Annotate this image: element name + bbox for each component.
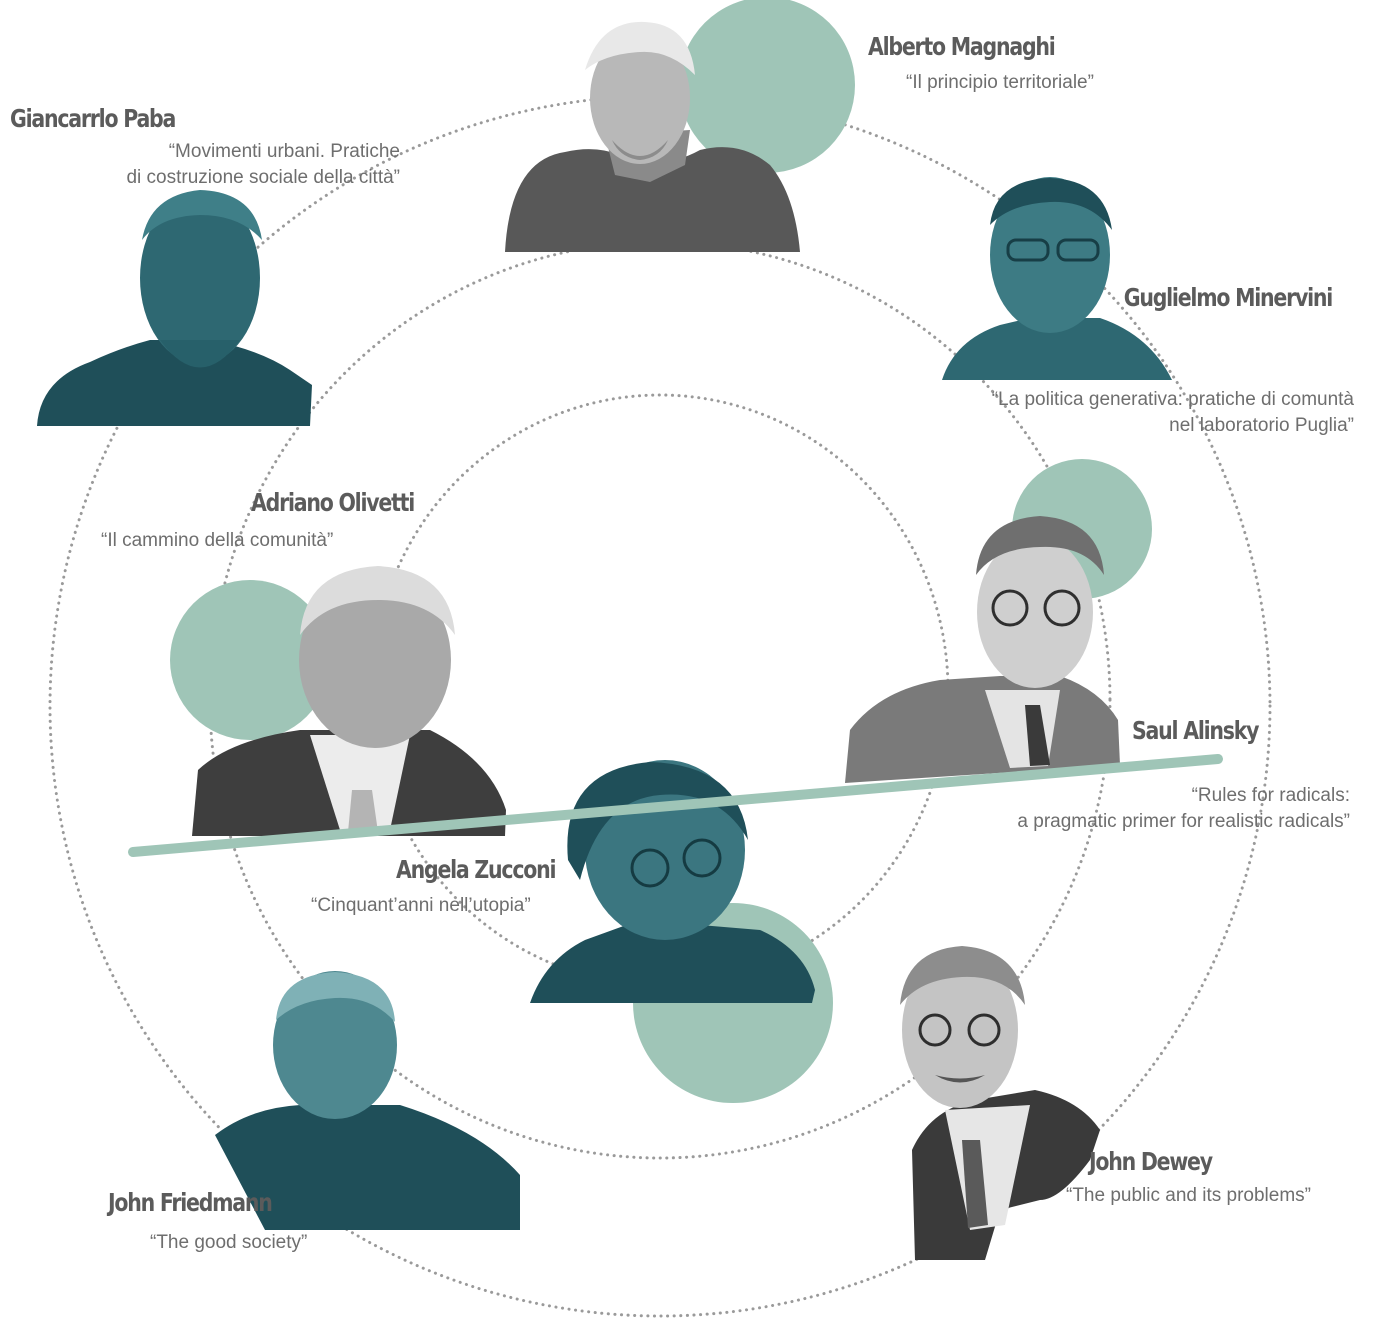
portrait-magnaghi: [505, 21, 800, 252]
quote-zucconi: “Cinquant’anni nell’utopia”: [311, 893, 531, 919]
portrait-olivetti: [192, 566, 506, 836]
quote-paba-line-2: di costruzione sociale della città”: [126, 167, 400, 188]
portrait-minervini: [942, 177, 1172, 380]
quote-magnaghi: “Il principio territoriale”: [906, 70, 1094, 96]
quote-olivetti: “Il cammino della comunità”: [101, 528, 333, 554]
quote-minervini-line-2: nel laboratorio Puglia”: [1169, 415, 1354, 436]
quote-olivetti-line-1: “Il cammino della comunità”: [101, 530, 334, 551]
name-magnaghi: Alberto Magnaghi: [868, 32, 1056, 61]
quote-zucconi-line-1: “Cinquant’anni nell’utopia”: [311, 895, 531, 916]
name-minervini: Guglielmo Minervini: [1123, 283, 1334, 312]
quote-paba-line-1: “Movimenti urbani. Pratiche: [168, 141, 400, 162]
accent-circle-magnaghi: [679, 0, 855, 173]
accent-bar: [128, 754, 1223, 857]
name-dewey: John Dewey: [1089, 1147, 1213, 1176]
name-olivetti: Adriano Olivetti: [251, 488, 415, 517]
name-zucconi: Angela Zucconi: [396, 855, 557, 884]
portrait-alinsky: [845, 516, 1120, 783]
quote-magnaghi-line-1: “Il principio territoriale”: [906, 72, 1094, 93]
quote-friedmann: “The good society”: [150, 1230, 307, 1256]
quote-alinsky-line-1: “Rules for radicals:: [1191, 785, 1350, 806]
quote-paba: “Movimenti urbani. Pratiche di costruzio…: [126, 139, 400, 191]
name-friedmann: John Friedmann: [108, 1188, 273, 1217]
quote-dewey-line-1: “The public and its problems”: [1066, 1185, 1311, 1206]
name-alinsky: Saul Alinsky: [1132, 716, 1260, 745]
portrait-paba: [37, 190, 312, 426]
quote-alinsky-line-2: a pragmatic primer for realistic radical…: [1017, 811, 1350, 832]
portrait-dewey: [900, 946, 1100, 1260]
accent-circle-olivetti: [170, 580, 330, 740]
outer-ring: [48, 94, 1272, 1318]
name-paba: Giancarrlo Paba: [10, 104, 176, 133]
portrait-friedmann: [215, 971, 520, 1230]
quote-dewey: “The public and its problems”: [1066, 1183, 1311, 1209]
quote-minervini: “La politica generativa: pratiche di com…: [992, 387, 1354, 439]
quote-friedmann-line-1: “The good society”: [150, 1232, 308, 1253]
quote-alinsky: “Rules for radicals: a pragmatic primer …: [1017, 783, 1350, 835]
quote-minervini-line-1: “La politica generativa: pratiche di com…: [991, 389, 1354, 410]
